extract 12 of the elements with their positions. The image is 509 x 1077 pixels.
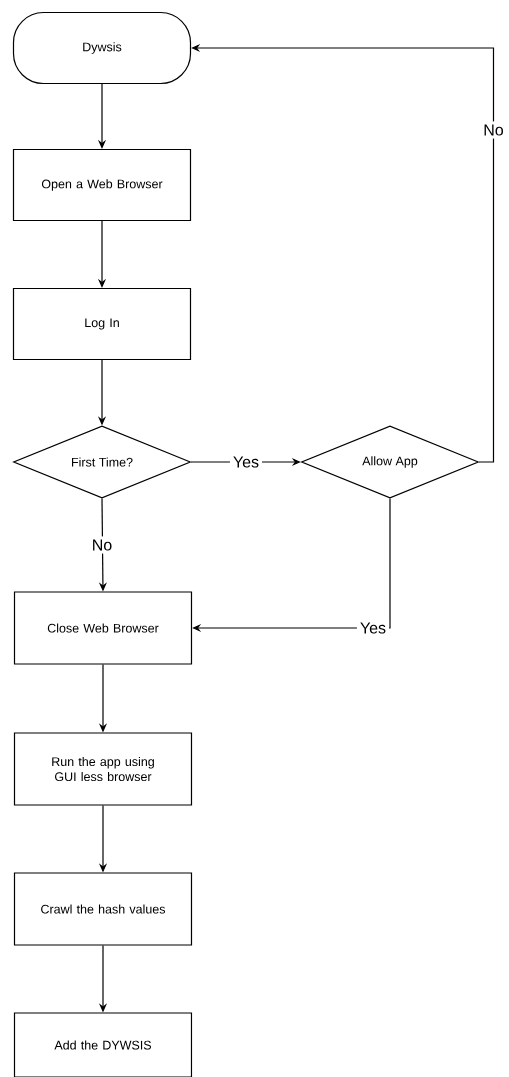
edge-label: No (88, 536, 116, 554)
process-box: Open a Web Browser (12, 148, 192, 222)
edge-label: Yes (356, 619, 390, 637)
process-box: Log In (12, 287, 192, 361)
process-box: Close Web Browser (13, 591, 193, 665)
process-box: Crawl the hash values (13, 872, 193, 946)
start-terminal: Dywsis (12, 11, 192, 85)
edge-label: Yes (229, 453, 263, 471)
process-box: Run the app using GUI less browser (13, 732, 193, 806)
process-box: Add the DYWSIS (13, 1012, 193, 1077)
arrow (192, 498, 391, 633)
edge-label: No (480, 121, 507, 139)
